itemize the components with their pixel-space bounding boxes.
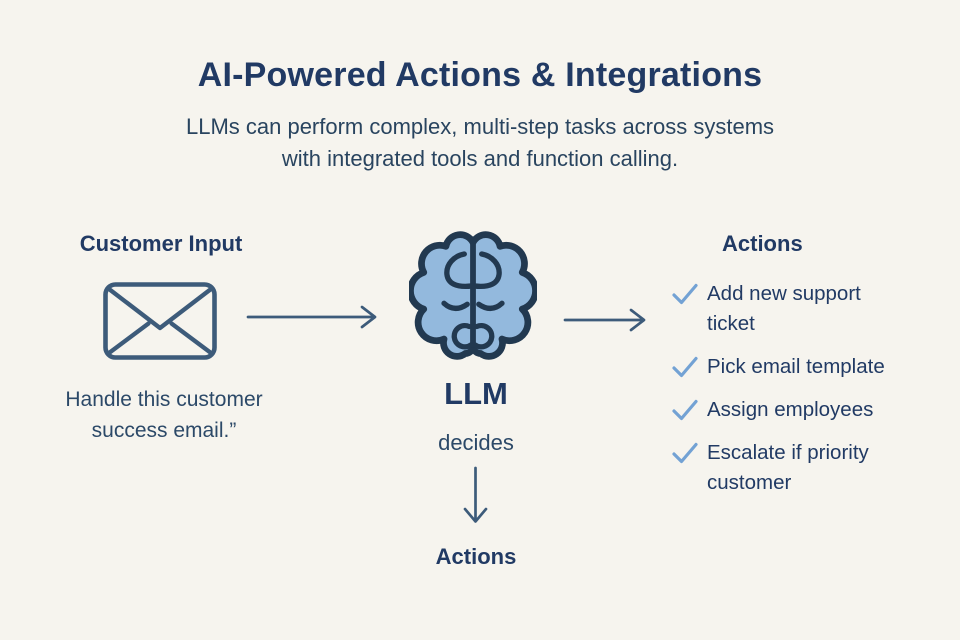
caption-line-1: Handle this customer (65, 388, 263, 411)
arrow-down-icon (463, 466, 488, 523)
arrow-right-icon (246, 305, 377, 329)
list-item: Add new support ticket (672, 279, 924, 339)
arrow-right-icon (563, 308, 646, 332)
llm-sublabel: decides (438, 430, 514, 455)
action-item-label: Escalate if priority customer (707, 441, 869, 494)
list-item: Pick email template (672, 352, 924, 382)
action-item-label: Pick email template (707, 355, 885, 378)
llm-output-label: Actions (435, 544, 517, 569)
customer-input-heading: Customer Input (79, 231, 243, 256)
check-icon (672, 442, 698, 464)
check-icon (672, 399, 698, 421)
caption-line-2: success email.” (91, 419, 237, 442)
llm-label: LLM (444, 376, 508, 411)
page-subtitle: LLMs can perform complex, multi-step tas… (0, 111, 960, 175)
check-icon (672, 283, 698, 305)
page-title: AI-Powered Actions & Integrations (197, 56, 763, 94)
actions-heading: Actions (722, 231, 803, 256)
brain-icon (409, 231, 537, 360)
action-item-label: Assign employees (707, 398, 874, 421)
list-item: Assign employees (672, 395, 924, 425)
customer-input-caption: Handle this customer success email.” (32, 384, 296, 446)
check-icon (672, 356, 698, 378)
envelope-icon (103, 282, 217, 360)
subtitle-line-1: LLMs can perform complex, multi-step tas… (185, 114, 775, 139)
list-item: Escalate if priority customer (672, 438, 924, 498)
actions-list: Add new support ticket Pick email templa… (672, 279, 924, 498)
action-item-label: Add new support ticket (707, 282, 861, 335)
subtitle-line-2: with integrated tools and function calli… (281, 146, 679, 171)
